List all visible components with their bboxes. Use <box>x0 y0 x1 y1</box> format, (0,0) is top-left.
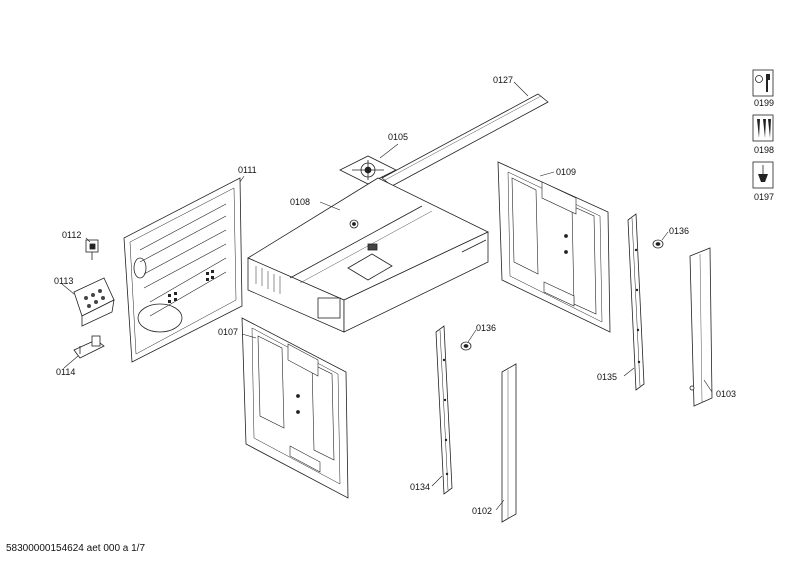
label-0112: 0112 <box>62 230 82 240</box>
part-0113-terminal <box>73 277 115 327</box>
leader-lines <box>61 81 713 511</box>
label-0108: 0108 <box>290 197 311 207</box>
part-0114-bracket <box>73 335 105 359</box>
icon-label-0197: 0197 <box>754 192 775 202</box>
part-0105-fan <box>339 155 397 185</box>
label-0136-right: 0136 <box>669 226 690 236</box>
label-0134: 0134 <box>410 482 431 492</box>
part-0136-screw-b <box>652 239 664 249</box>
document-footer: 58300000154624 aet 000 a 1/7 <box>6 543 146 554</box>
part-0111-panel <box>123 177 243 363</box>
part-0136-screw-a <box>460 341 472 351</box>
part-0107-side-panel <box>241 317 349 499</box>
icon-label-0198: 0198 <box>754 145 775 155</box>
label-0102: 0102 <box>472 506 493 516</box>
part-0109-side-panel <box>497 161 611 333</box>
part-0102-trim <box>501 363 517 523</box>
icon-label-0199: 0199 <box>754 98 775 108</box>
part-0103-trim <box>689 247 713 407</box>
label-0135: 0135 <box>597 372 618 382</box>
label-0109: 0109 <box>556 167 577 177</box>
lubricant-icon <box>752 161 774 189</box>
label-0111: 0111 <box>238 165 257 175</box>
wrench-icon <box>752 69 774 97</box>
label-0113: 0113 <box>54 276 74 286</box>
part-0134-rail <box>435 325 453 495</box>
label-0107: 0107 <box>218 327 239 337</box>
label-0114: 0114 <box>56 367 76 377</box>
label-0127: 0127 <box>493 75 514 85</box>
part-0108-housing <box>247 177 489 333</box>
part-0112-clip <box>85 239 99 260</box>
label-0105: 0105 <box>388 132 409 142</box>
label-0103: 0103 <box>716 389 737 399</box>
part-0135-rail <box>627 213 645 391</box>
label-0136-center: 0136 <box>476 323 497 333</box>
screws-icon <box>752 114 774 142</box>
